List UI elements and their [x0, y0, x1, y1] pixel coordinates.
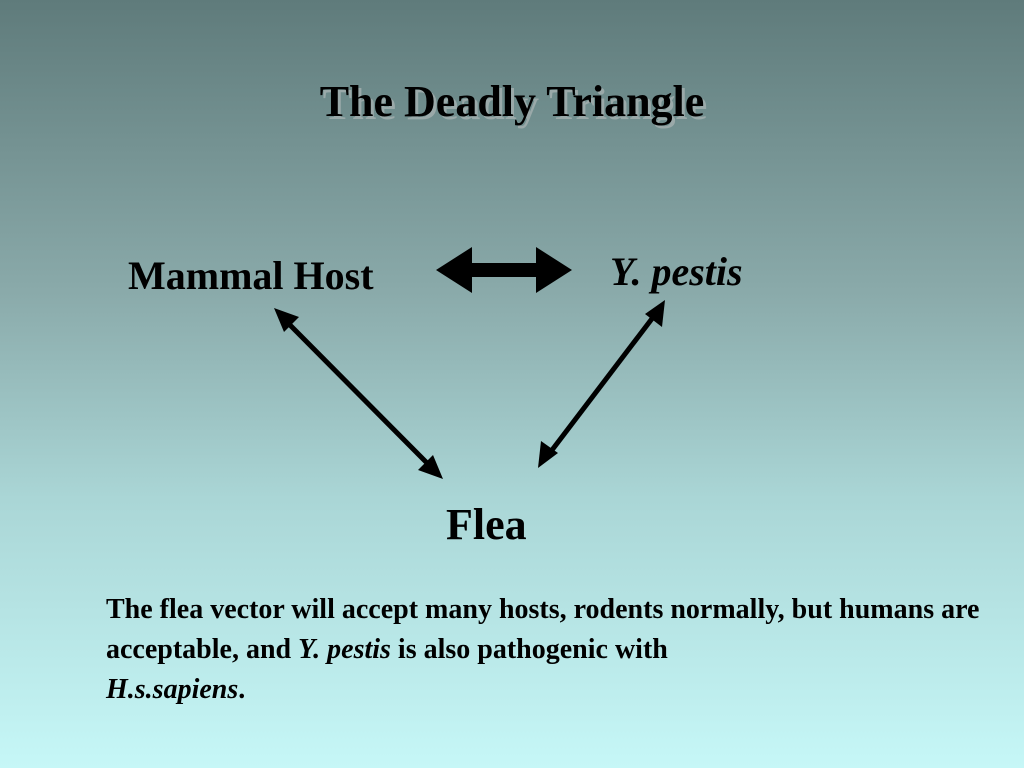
caption-text: The flea vector will accept many hosts, … [106, 590, 1006, 710]
node-flea: Flea [446, 500, 527, 549]
caption-end: . [238, 674, 246, 705]
y-pestis-genus: Y. [610, 249, 642, 294]
caption-species: Y. pestis [298, 634, 391, 665]
caption-host: H.s.sapiens [106, 674, 239, 705]
node-y-pestis: Y. pestis [610, 248, 743, 296]
arrow-host-pathogen [436, 247, 572, 293]
y-pestis-species: pestis [651, 249, 743, 294]
node-mammal-host: Mammal Host [128, 253, 374, 298]
slide-title: The Deadly Triangle [319, 77, 705, 126]
caption-part2: is also pathogenic with [390, 634, 668, 665]
caption-part1: The flea vector will accept many hosts, … [106, 594, 980, 665]
arrow-host-flea [274, 308, 443, 479]
arrow-pathogen-flea [538, 300, 665, 468]
